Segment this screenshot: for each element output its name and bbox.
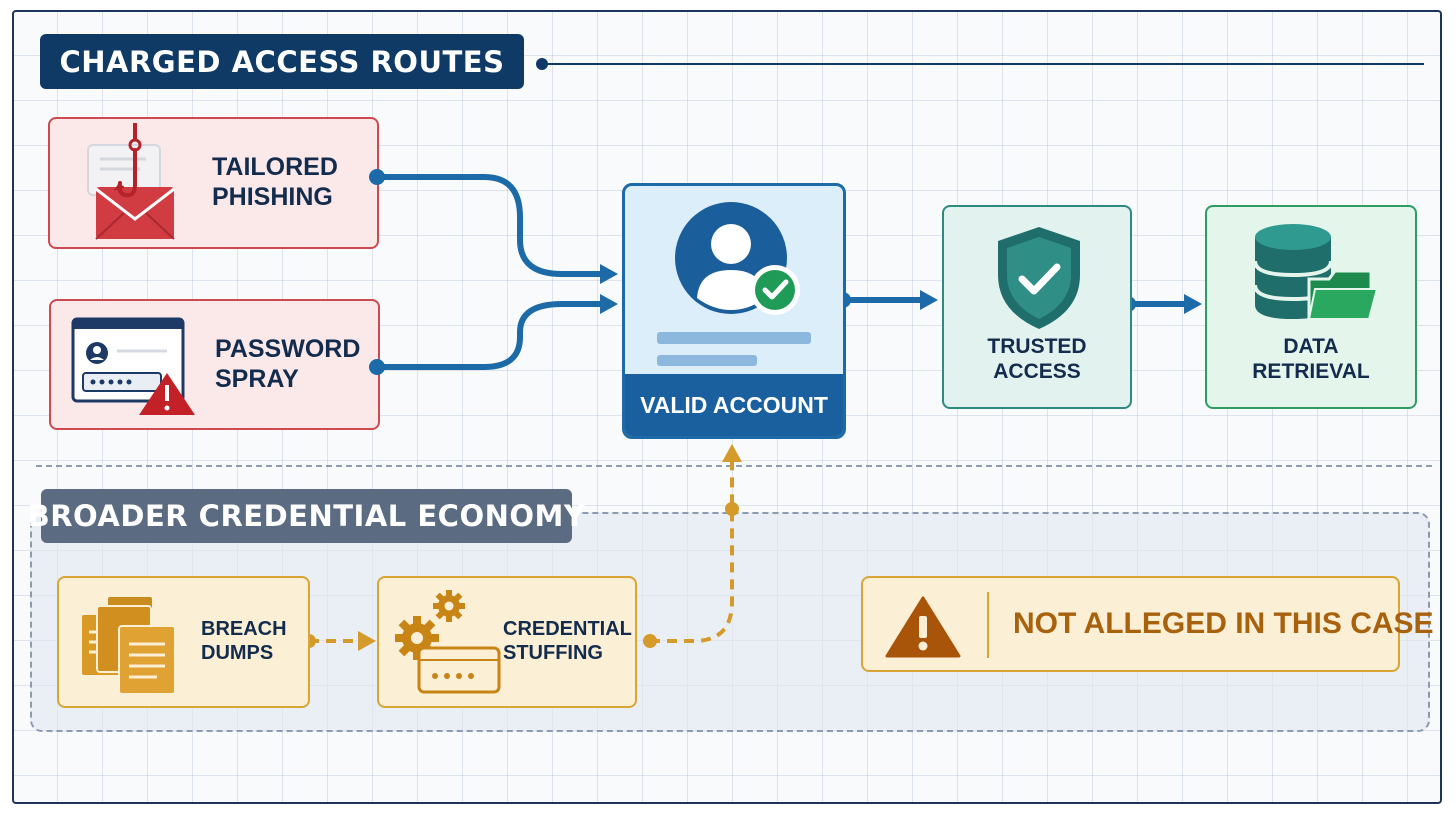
- notice-separator: [987, 592, 989, 658]
- database-folder-icon: [1251, 221, 1381, 331]
- node-credential-stuffing: CREDENTIAL STUFFING: [377, 576, 637, 708]
- account-detail-line-2: [657, 355, 757, 366]
- password-spray-label: PASSWORD SPRAY: [215, 335, 361, 393]
- breach-dumps-label: BREACH DUMPS: [201, 618, 287, 664]
- trusted-access-label: TRUSTED ACCESS: [987, 335, 1087, 383]
- node-password-spray: PASSWORD SPRAY: [49, 299, 380, 430]
- section-title-charged: CHARGED ACCESS ROUTES: [40, 34, 524, 89]
- node-trusted-access: TRUSTED ACCESS: [942, 205, 1132, 409]
- not-alleged-notice: NOT ALLEGED IN THIS CASE: [861, 576, 1434, 672]
- user-check-icon: [675, 200, 815, 320]
- login-form-warning-icon: [71, 315, 201, 415]
- shield-check-icon: [994, 225, 1084, 331]
- phishing-hook-envelope-icon: [80, 123, 185, 243]
- tailored-phishing-label: TAILORED PHISHING: [212, 153, 338, 211]
- account-detail-line-1: [657, 332, 811, 344]
- node-valid-account: VALID ACCOUNT: [622, 183, 846, 439]
- node-data-retrieval: DATA RETRIEVAL: [1205, 205, 1417, 409]
- node-tailored-phishing: TAILORED PHISHING: [48, 117, 379, 249]
- title-rule: [536, 58, 1424, 70]
- not-alleged-label: NOT ALLEGED IN THIS CASE: [1013, 607, 1434, 640]
- warning-triangle-icon: [885, 596, 961, 658]
- valid-account-label: VALID ACCOUNT: [625, 374, 843, 436]
- credential-stuffing-label: CREDENTIAL STUFFING: [503, 618, 632, 664]
- diagram-frame: CHARGED ACCESS ROUTES TAILORED PHISHING: [12, 10, 1442, 804]
- section-title-broader: BROADER CREDENTIAL ECONOMY: [28, 489, 585, 543]
- node-breach-dumps: BREACH DUMPS: [57, 576, 310, 708]
- documents-stack-icon: [77, 592, 187, 696]
- data-retrieval-label: DATA RETRIEVAL: [1252, 335, 1370, 383]
- gears-login-form-icon: [393, 588, 505, 698]
